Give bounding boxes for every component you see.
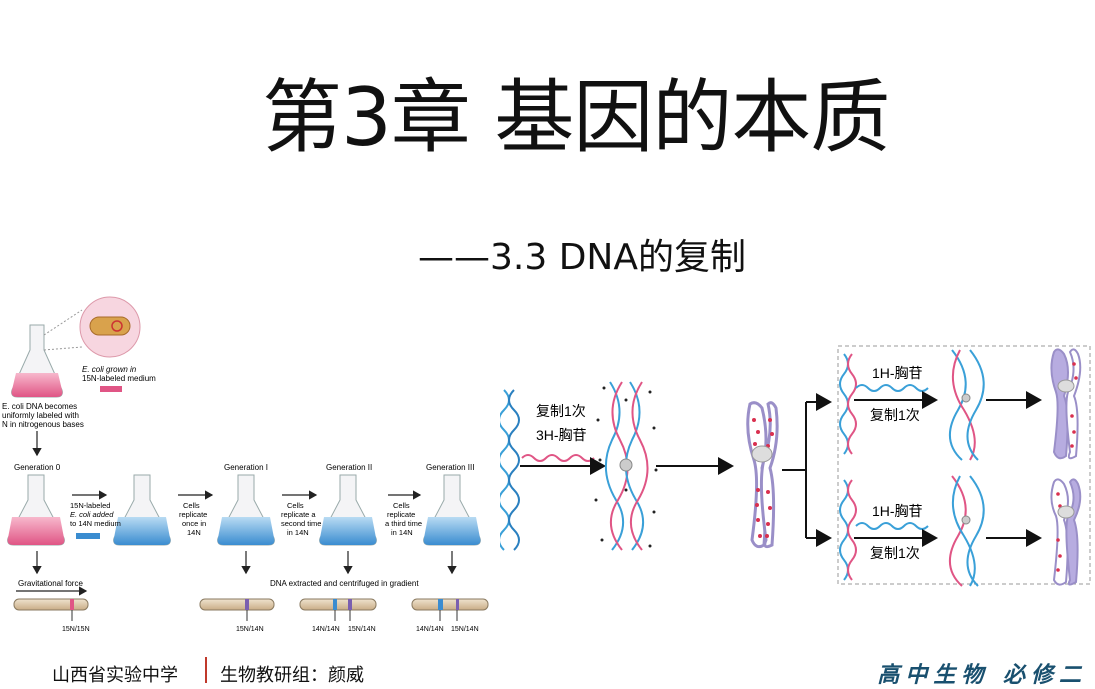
tube-gen0 bbox=[13, 598, 89, 621]
label-dna-uniform-2: uniformly labeled with bbox=[2, 411, 79, 420]
gravity-label: Gravitational force bbox=[18, 579, 83, 588]
step2-line2: replicate bbox=[179, 510, 207, 519]
tube2a-label: 14N/14N bbox=[312, 626, 340, 633]
h1-thymidine-bottom-label: 1H-胸苷 bbox=[872, 503, 923, 519]
flask-gen3 bbox=[423, 474, 481, 546]
tube1-label: 15N/14N bbox=[236, 626, 264, 633]
h1-wave-bottom bbox=[855, 522, 929, 530]
step3-line2: replicate a bbox=[281, 510, 316, 519]
gen2-label: Generation II bbox=[326, 463, 372, 472]
h3-thymidine-label: 3H-胸苷 bbox=[536, 427, 587, 443]
flask-gen1 bbox=[217, 474, 275, 546]
flask-gen2 bbox=[319, 474, 377, 546]
labeled-chromosome bbox=[746, 401, 779, 549]
extracted-label: DNA extracted and centrifuged in gradien… bbox=[270, 579, 419, 588]
chromosome-replication-figure: 复制1次 3H-胸苷 bbox=[498, 340, 1095, 590]
step2-line1: Cells bbox=[183, 501, 200, 510]
label-dna-uniform-3: N in nitrogenous bases bbox=[2, 420, 84, 429]
school-name: 山西省实验中学 bbox=[52, 665, 178, 686]
replicating-helix bbox=[594, 381, 658, 551]
step2-line3: once in bbox=[182, 519, 206, 528]
step4-line1: Cells bbox=[393, 501, 410, 510]
step4-line4: in 14N bbox=[391, 528, 413, 537]
footer: 山西省实验中学 生物教研组：颜威 高中生物 必修二 bbox=[0, 655, 1095, 688]
h1-thymidine-top-label: 1H-胸苷 bbox=[872, 365, 923, 381]
step1-line3: to 14N medium bbox=[70, 519, 121, 528]
tube-gen2 bbox=[299, 598, 377, 621]
top-helix bbox=[839, 353, 857, 455]
initial-dna-helix bbox=[498, 389, 520, 551]
pink-legend-swatch bbox=[100, 386, 122, 392]
ecoli-magnified bbox=[43, 296, 141, 358]
flask-transfer bbox=[113, 474, 171, 546]
initial-flask bbox=[11, 324, 63, 398]
footer-divider bbox=[205, 657, 207, 683]
top-result-chromosome bbox=[1050, 348, 1082, 460]
bottom-helix bbox=[839, 479, 857, 581]
label-dna-uniform-1: E. coli DNA becomes bbox=[2, 402, 77, 411]
replicate-bottom-label: 复制1次 bbox=[870, 545, 920, 561]
label-ecoli-grown: E. coli grown in bbox=[82, 365, 137, 374]
step1-line1: 15N-labeled bbox=[70, 501, 110, 510]
step3-line4: in 14N bbox=[287, 528, 309, 537]
flask-gen0 bbox=[7, 474, 65, 546]
replicate-top-label: 复制1次 bbox=[870, 407, 920, 423]
h1-wave-top bbox=[855, 384, 929, 392]
step4-line2: replicate bbox=[387, 510, 415, 519]
step4-line3: a third time bbox=[385, 519, 422, 528]
step3-line3: second time bbox=[281, 519, 321, 528]
replication-dashed-box bbox=[837, 345, 1091, 585]
tube3b-label: 15N/14N bbox=[451, 626, 479, 633]
tube3a-label: 14N/14N bbox=[416, 626, 444, 633]
page-title: 第3章 基因的本质 bbox=[262, 71, 890, 164]
gen1-label: Generation I bbox=[224, 463, 268, 472]
course-name: 高中生物 必修二 bbox=[877, 662, 1087, 688]
bottom-replicated-helix bbox=[949, 475, 985, 587]
label-ecoli-grown-2: 15N-labeled medium bbox=[82, 374, 156, 383]
tube-gen3 bbox=[411, 598, 489, 621]
meselson-stahl-figure: E. coli grown in 15N-labeled medium E. c… bbox=[0, 295, 500, 645]
replicate-once-label: 复制1次 bbox=[536, 403, 586, 419]
tube-gen1 bbox=[199, 598, 275, 621]
tube0-label: 15N/15N bbox=[62, 626, 90, 633]
top-replicated-helix bbox=[949, 349, 985, 461]
tube2b-label: 15N/14N bbox=[348, 626, 376, 633]
page-subtitle: ——3.3 DNA的复制 bbox=[418, 237, 746, 278]
blue-legend-swatch bbox=[76, 533, 100, 539]
h3-wave bbox=[521, 454, 595, 462]
bottom-result-chromosome bbox=[1050, 478, 1082, 586]
step3-line1: Cells bbox=[287, 501, 304, 510]
teaching-group: 生物教研组：颜威 bbox=[220, 665, 364, 686]
gen3-label: Generation III bbox=[426, 463, 474, 472]
step2-line4: 14N bbox=[187, 528, 201, 537]
step1-line2: E. coli added bbox=[70, 510, 114, 519]
gen0-label: Generation 0 bbox=[14, 463, 61, 472]
